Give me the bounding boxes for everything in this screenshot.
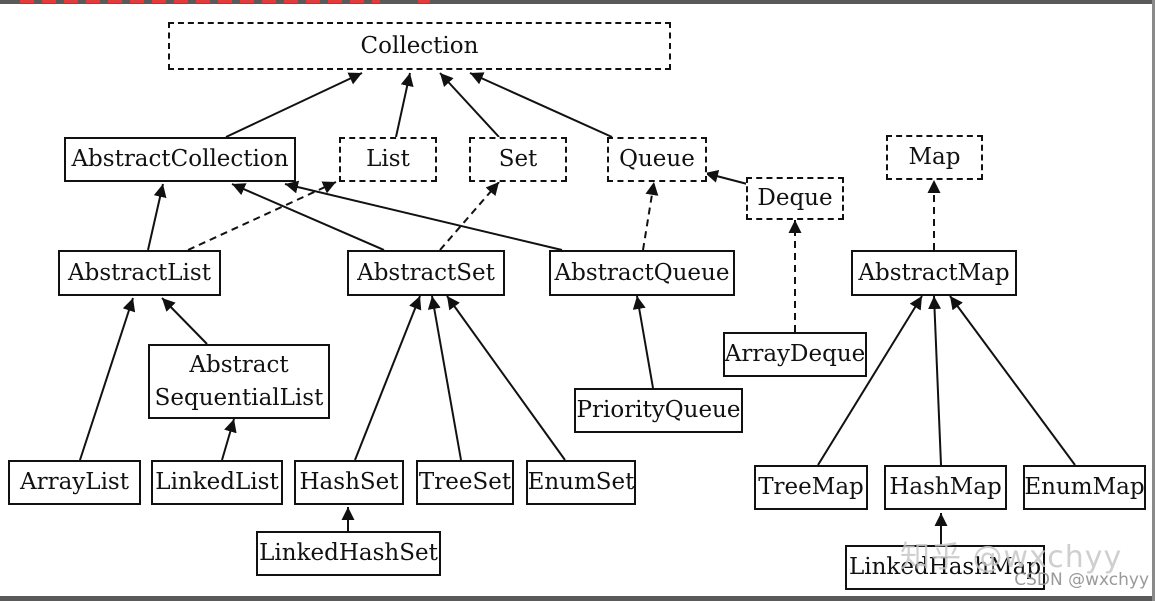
edge-enummap-abstractmap [949, 295, 1076, 466]
node-label: AbstractQueue [554, 259, 730, 286]
node-enum-map: EnumMap [1023, 465, 1146, 510]
edge-treeset-abstractset [427, 295, 462, 461]
edge-abstractqueue-queue [642, 181, 659, 251]
node-label: PriorityQueue [576, 397, 741, 423]
edge-abstractsequentiallist-abstractlist [161, 297, 208, 345]
node-collection: Collection [168, 22, 671, 70]
node-label: AbstractCollection [71, 146, 289, 172]
node-label: LinkedHashSet [259, 540, 438, 566]
node-abstract-collection: AbstractCollection [64, 137, 296, 182]
node-tree-map: TreeMap [754, 465, 868, 510]
zhihu-watermark: 知乎 @wxchyy [900, 540, 1123, 575]
node-abstract-list: AbstractList [58, 250, 221, 296]
node-label: TreeSet [418, 469, 512, 495]
frame-top-marks [20, 0, 380, 3]
node-label: TreeMap [758, 474, 864, 500]
node-queue: Queue [607, 137, 707, 182]
node-label: ArrayDeque [724, 341, 866, 367]
node-deque: Deque [746, 177, 844, 220]
node-label: AbstractSet [357, 259, 495, 286]
edge-hashmap-abstractmap [928, 295, 942, 466]
edge-enumset-abstractset [446, 295, 566, 461]
node-abstract-set: AbstractSet [347, 250, 505, 296]
node-hash-map: HashMap [884, 465, 1007, 510]
node-set: Set [469, 137, 567, 182]
node-tree-set: TreeSet [416, 460, 514, 505]
frame-right-edge [1152, 0, 1155, 601]
node-abstract-map: AbstractMap [851, 250, 1017, 296]
edge-priorityqueue-abstractqueue [632, 295, 654, 389]
edge-abstractlist-list [187, 181, 337, 251]
node-enum-set: EnumSet [526, 460, 636, 505]
node-label: Map [908, 144, 961, 170]
edge-list-collection [395, 72, 414, 138]
node-label: AbstractList [68, 259, 211, 286]
edge-abstractset-set [439, 181, 500, 251]
node-array-list: ArrayList [8, 460, 141, 505]
node-label: HashMap [889, 474, 1002, 500]
node-label: Collection [360, 32, 479, 59]
edge-abstractlist-abstractcollection [147, 183, 167, 251]
edge-arraylist-abstractlist [79, 297, 136, 461]
node-label-line1: Abstract [189, 351, 289, 378]
edge-linkedlist-abstractsequentiallist [221, 418, 237, 461]
node-priority-queue: PriorityQueue [574, 388, 743, 433]
node-label: Deque [757, 185, 833, 211]
node-abstract-sequential-list: Abstract SequentialList [148, 344, 330, 419]
frame-top-bar [0, 0, 1155, 4]
node-label: LinkedList [155, 469, 279, 495]
frame-top-mark [418, 0, 430, 3]
node-linked-list: LinkedList [151, 460, 283, 505]
node-label-line2: SequentialList [154, 384, 324, 411]
edge-hashset-abstractset [354, 295, 422, 461]
node-label: AbstractMap [858, 259, 1010, 286]
node-label: HashSet [299, 469, 399, 495]
edge-treemap-abstractmap [817, 295, 923, 466]
node-map: Map [886, 135, 983, 180]
node-hash-set: HashSet [294, 460, 404, 505]
frame-bottom-bar [0, 596, 1155, 601]
node-label: EnumSet [527, 469, 635, 495]
node-label: List [366, 146, 410, 172]
node-label: Queue [619, 146, 695, 172]
node-label: Set [498, 146, 538, 172]
node-label: EnumMap [1024, 474, 1145, 500]
edge-set-collection [439, 72, 500, 138]
edge-abstractcollection-collection [225, 72, 363, 138]
node-list: List [339, 137, 437, 182]
node-linked-hash-set: LinkedHashSet [256, 531, 441, 576]
edge-queue-collection [469, 72, 613, 138]
csdn-watermark: CSDN @wxchyy [1014, 570, 1149, 590]
edge-abstractqueue-abstractcollection [284, 180, 563, 251]
node-label: ArrayList [20, 469, 129, 495]
node-array-deque: ArrayDeque [723, 332, 867, 377]
node-linked-hash-map: LinkedHashMap [845, 545, 1045, 590]
node-label: LinkedHashMap [848, 554, 1042, 580]
node-abstract-queue: AbstractQueue [549, 250, 735, 296]
edge-abstractset-abstractcollection [231, 183, 385, 251]
